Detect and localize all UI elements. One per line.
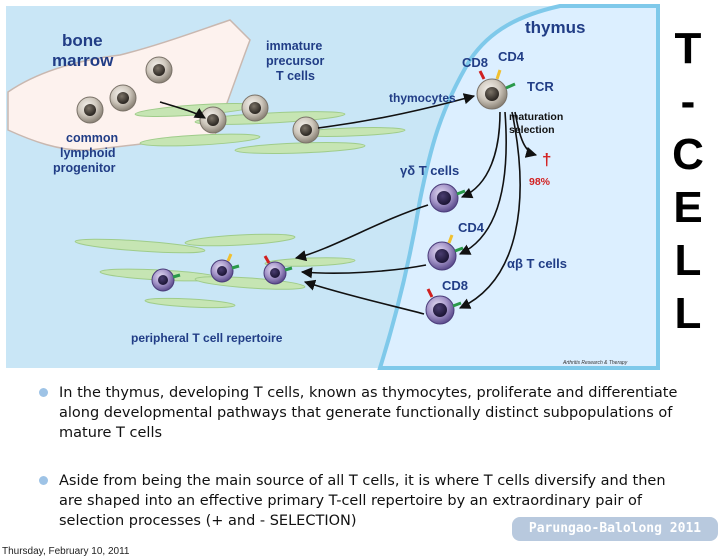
bone-marrow	[7, 19, 251, 151]
progenitor-cell	[145, 56, 173, 84]
peripheral-t-cell	[210, 253, 240, 283]
peripheral-t-cell	[151, 268, 181, 292]
cd8-receptor	[478, 70, 486, 80]
arrows	[159, 93, 538, 315]
precursor-cell	[199, 106, 227, 134]
bullet-line: mature T cells	[59, 425, 163, 441]
gd-t-cell	[429, 183, 466, 213]
thymus-diagram: bone marrow immature precursor T cells t…	[6, 4, 660, 370]
bullet-line: are shaped into an effective primary T-c…	[59, 493, 642, 509]
cd4-receptor	[495, 69, 502, 80]
precursor-cell	[241, 94, 269, 122]
progenitor-cell	[76, 96, 104, 124]
title-letter: L	[674, 289, 702, 338]
bullet-dot-icon	[39, 388, 48, 397]
title-letter: T	[674, 24, 702, 73]
cd4-t-cell	[427, 234, 464, 271]
label-source: Arthritis Research & Therapy	[562, 360, 628, 366]
cd8-t-cell	[425, 288, 462, 325]
label-cd4-top: CD4	[498, 49, 525, 64]
label-gd-t-cells: γδ T cells	[400, 163, 459, 178]
thymus-region	[377, 4, 660, 370]
bullet-line: Aside from being the main source of all …	[59, 473, 666, 489]
label-precursor: precursor	[266, 54, 324, 68]
label-marrow: marrow	[52, 51, 114, 70]
thymocyte-cell	[476, 69, 516, 110]
label-common: common	[66, 131, 118, 145]
title-letter: C	[672, 130, 704, 179]
label-thymus: thymus	[525, 18, 585, 37]
bullet-line: along developmental pathways that genera…	[59, 405, 673, 421]
peripheral-t-cell	[263, 255, 293, 285]
slide-date-footer: Thursday, February 10, 2011	[2, 546, 130, 557]
label-cd4-mid: CD4	[458, 220, 485, 235]
label-dagger: †	[542, 150, 551, 169]
label-immature: immature	[266, 39, 322, 53]
label-progenitor: progenitor	[53, 161, 116, 175]
label-t-cells: T cells	[276, 69, 315, 83]
label-thymocytes: thymocytes	[389, 91, 456, 105]
label-percent: 98%	[529, 176, 551, 188]
bullet-dot-icon	[39, 476, 48, 485]
label-cd8-bottom: CD8	[442, 278, 468, 293]
label-bone: bone	[62, 31, 103, 50]
title-letter: E	[673, 183, 703, 232]
author-credit-badge: Parungao-Balolong 2011	[512, 517, 718, 541]
label-maturation: maturation	[509, 111, 563, 123]
label-lymphoid: lymphoid	[60, 146, 116, 160]
title-letter: L	[674, 236, 702, 285]
precursor-cell	[292, 116, 320, 144]
label-selection: selection	[509, 124, 555, 136]
progenitor-cell	[109, 84, 137, 112]
bullet-line: selection processes (+ and - SELECTION)	[59, 513, 357, 529]
label-peripheral: peripheral T cell repertoire	[131, 331, 283, 345]
label-cd8-top: CD8	[462, 55, 488, 70]
label-ab-t-cells: αβ T cells	[507, 256, 567, 271]
label-tcr: TCR	[527, 79, 554, 94]
title-letter: -	[680, 77, 696, 126]
tcr-receptor	[505, 82, 516, 90]
t-cell-title: T - C E L L	[660, 22, 716, 340]
bullet-line: In the thymus, developing T cells, known…	[59, 385, 678, 401]
